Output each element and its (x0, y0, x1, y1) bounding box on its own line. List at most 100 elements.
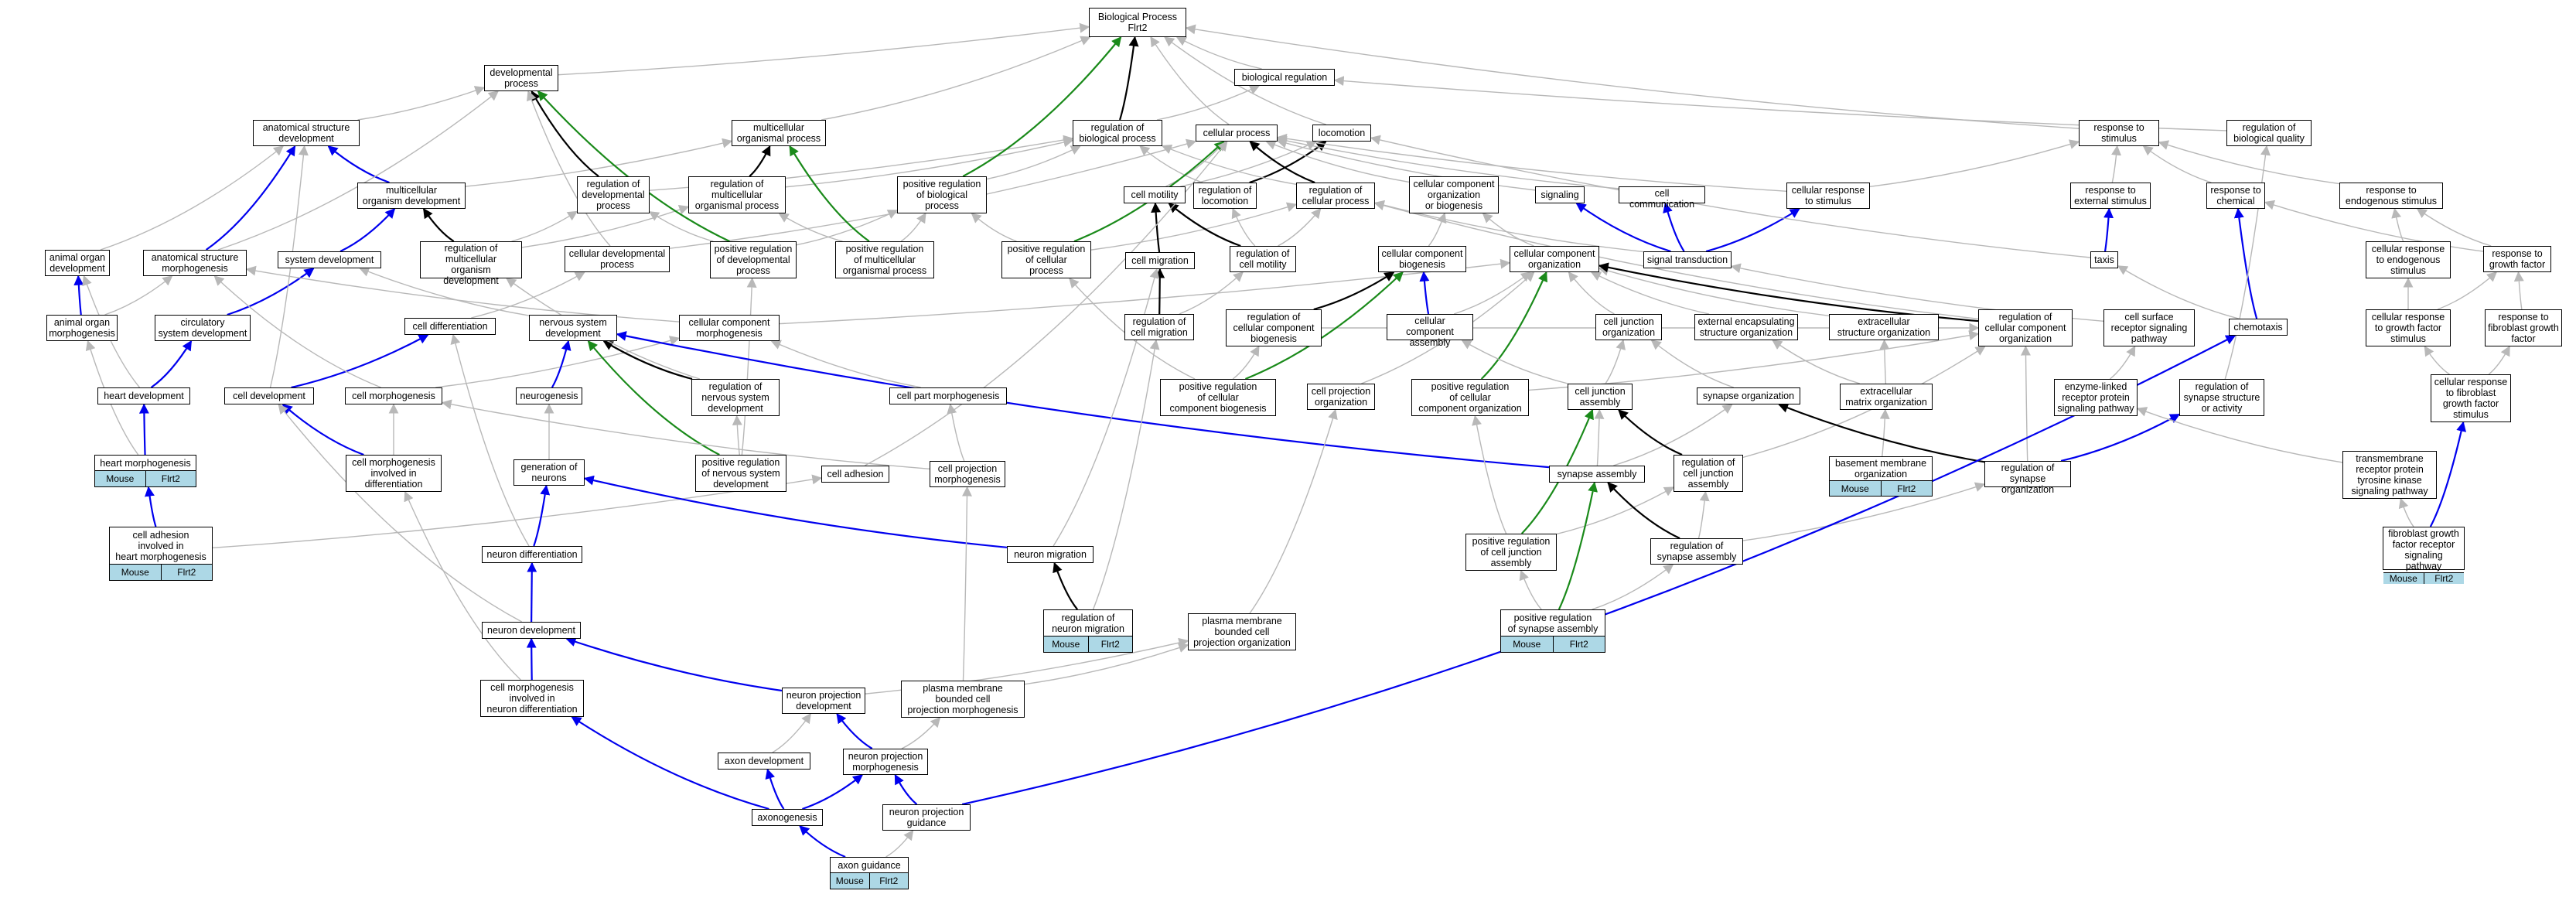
go-term-node-synorg[interactable]: synapse organization (1697, 387, 1800, 404)
go-term-node-cmnd[interactable]: cell morphogenesis involved in neuron di… (480, 680, 584, 717)
go-term-node-cellrespstim[interactable]: cellular response to stimulus (1786, 183, 1870, 209)
go-term-node-extracell[interactable]: extracellular structure organization (1829, 314, 1939, 340)
go-term-node-celljuncorg[interactable]: cell junction organization (1595, 314, 1662, 340)
go-term-node-regsynorg[interactable]: regulation of synapse organization (1984, 461, 2071, 495)
go-term-node-anatmorph[interactable]: anatomical structure morphogenesis (143, 250, 247, 276)
go-term-node-ccorgbio[interactable]: cellular component organization or bioge… (1409, 176, 1499, 213)
go-term-node-cellmorph[interactable]: cell morphogenesis (345, 387, 442, 404)
go-term-node-signaling[interactable]: signaling (1535, 186, 1585, 203)
go-term-node-respchem[interactable]: response to chemical (2206, 183, 2265, 209)
go-term-node-regnsdev[interactable]: regulation of nervous system development (691, 379, 780, 416)
go-term-node-celljuncasm[interactable]: cell junction assembly (1568, 384, 1633, 410)
go-term-node-posregmult[interactable]: positive regulation of multicellular org… (835, 241, 934, 278)
go-term-node-ecmorg[interactable]: extracellular matrix organization (1840, 384, 1933, 410)
go-term-node-extencap[interactable]: external encapsulating structure organiz… (1694, 314, 1798, 340)
go-term-node-cellrespgf[interactable]: cellular response to growth factor stimu… (2366, 309, 2451, 346)
go-term-node-posregccbio[interactable]: positive regulation of cellular componen… (1160, 379, 1276, 416)
go-term-node-ccassembly[interactable]: cellular component assembly (1387, 314, 1473, 348)
go-term-node-regbioq[interactable]: regulation of biological quality (2226, 120, 2312, 146)
go-term-node-sigtrans[interactable]: signal transduction (1643, 251, 1732, 268)
go-term-node-posregbp[interactable]: positive regulation of biological proces… (897, 176, 987, 213)
go-term-node-celldevproc[interactable]: cellular developmental process (565, 246, 670, 272)
go-term-node-cellrespendo[interactable]: cellular response to endogenous stimulus (2366, 241, 2451, 278)
go-term-node-devproc[interactable]: developmental process (484, 65, 558, 91)
go-term-node-sysdev[interactable]: system development (278, 251, 381, 268)
go-term-node-npguid[interactable]: neuron projection guidance (882, 804, 971, 831)
go-term-node-posregcja[interactable]: positive regulation of cell junction ass… (1465, 534, 1557, 571)
go-term-node-respgf[interactable]: response to growth factor (2483, 246, 2551, 272)
go-term-node-regccbio[interactable]: regulation of cellular component biogene… (1226, 309, 1322, 346)
go-term-node-cellmotility[interactable]: cell motility (1124, 186, 1186, 203)
go-term-node-respext[interactable]: response to external stimulus (2070, 183, 2151, 209)
go-term-node-rtk[interactable]: transmembrane receptor protein tyrosine … (2342, 451, 2437, 499)
go-term-node-synasm[interactable]: synapse assembly (1549, 466, 1645, 483)
go-term-node-pmbcpo[interactable]: plasma membrane bounded cell projection … (1188, 613, 1296, 650)
go-term-node-posregccorg[interactable]: positive regulation of cellular componen… (1411, 379, 1529, 416)
go-term-node-locomotion[interactable]: locomotion (1312, 125, 1371, 142)
go-term-node-ccorg[interactable]: cellular component organization (1510, 246, 1599, 272)
go-term-node-celladh[interactable]: cell adhesion (821, 466, 889, 483)
go-term-node-cellprojmorph[interactable]: cell projection morphogenesis (930, 461, 1005, 487)
go-term-node-neurdiff[interactable]: neuron differentiation (482, 546, 582, 563)
go-term-node-regmultdev[interactable]: regulation of multicellular organism dev… (420, 241, 522, 286)
go-term-node-enzlinked[interactable]: enzyme-linked receptor protein signaling… (2054, 379, 2138, 416)
go-term-node-cellproc[interactable]: cellular process (1196, 125, 1278, 142)
go-term-node-nsdev[interactable]: nervous system development (529, 315, 617, 341)
go-term-node-neurmig[interactable]: neuron migration (1007, 546, 1094, 563)
go-term-node-posregcell[interactable]: positive regulation of cellular process (1001, 241, 1091, 278)
go-term-node-regsyn[interactable]: regulation of synapse structure or activ… (2179, 379, 2264, 416)
go-term-node-cellrespfgf[interactable]: cellular response to fibroblast growth f… (2431, 374, 2511, 422)
go-term-node-regccorg[interactable]: regulation of cellular component organiz… (1978, 309, 2073, 346)
go-term-node-cellmig[interactable]: cell migration (1125, 252, 1195, 269)
go-term-node-cellmorphdiff[interactable]: cell morphogenesis involved in different… (346, 455, 442, 492)
go-term-node-respstim[interactable]: response to stimulus (2079, 120, 2159, 146)
go-term-node-circdev[interactable]: circulatory system development (155, 315, 251, 341)
go-term-node-bioreg[interactable]: biological regulation (1234, 69, 1335, 86)
go-term-node-ccmorph[interactable]: cellular component morphogenesis (679, 315, 780, 341)
go-term-node-axonogenesis[interactable]: axonogenesis (752, 809, 823, 826)
go-term-node-anatdev[interactable]: anatomical structure development (253, 120, 360, 146)
go-term-node-npdev[interactable]: neuron projection development (782, 688, 865, 714)
go-term-node-regloco[interactable]: regulation of locomotion (1193, 183, 1257, 209)
go-term-node-animorgdev[interactable]: animal organ development (45, 250, 110, 276)
go-term-node-regbp[interactable]: regulation of biological process (1073, 120, 1162, 146)
go-term-node-regdevproc[interactable]: regulation of developmental process (577, 176, 650, 213)
go-term-node-posregns[interactable]: positive regulation of nervous system de… (695, 455, 786, 492)
go-term-node-cahm[interactable]: cell adhesion involved in heart morphoge… (109, 527, 213, 581)
go-term-node-genneur[interactable]: generation of neurons (513, 459, 585, 486)
go-term-node-fgfpath[interactable]: fibroblast growth factor receptor signal… (2383, 527, 2465, 584)
go-term-node-regcellmot[interactable]: regulation of cell motility (1230, 246, 1296, 272)
go-term-node-regsynasm[interactable]: regulation of synapse assembly (1650, 538, 1743, 565)
go-term-node-bp[interactable]: Biological Process Flrt2 (1089, 8, 1186, 37)
go-term-node-taxis[interactable]: taxis (2090, 251, 2118, 268)
go-term-node-respfgf[interactable]: response to fibroblast growth factor (2485, 309, 2562, 346)
go-term-node-animorgmorph[interactable]: animal organ morphogenesis (46, 315, 118, 341)
go-term-node-celldiff[interactable]: cell differentiation (404, 318, 496, 335)
go-term-node-chemotaxis[interactable]: chemotaxis (2229, 319, 2288, 336)
go-term-node-cellpartmorph[interactable]: cell part morphogenesis (889, 387, 1007, 404)
go-term-node-regcellproc[interactable]: regulation of cellular process (1296, 183, 1375, 209)
go-term-node-neurondev[interactable]: neuron development (482, 622, 581, 639)
go-term-node-multorgproc[interactable]: multicellular organismal process (732, 120, 826, 146)
go-term-node-regmultproc[interactable]: regulation of multicellular organismal p… (688, 176, 786, 213)
go-term-node-multorgdev[interactable]: multicellular organism development (357, 183, 466, 209)
go-term-node-ccbio[interactable]: cellular component biogenesis (1378, 246, 1466, 272)
go-term-node-respendo[interactable]: response to endogenous stimulus (2339, 183, 2443, 209)
go-term-node-cellcomm[interactable]: cell communication (1619, 186, 1705, 210)
go-term-node-regcjasm[interactable]: regulation of cell junction assembly (1674, 455, 1743, 492)
go-term-node-cellsurf[interactable]: cell surface receptor signaling pathway (2103, 309, 2195, 346)
go-term-node-posregdev[interactable]: positive regulation of developmental pro… (710, 241, 797, 278)
go-term-node-celldev[interactable]: cell development (224, 387, 314, 404)
go-term-node-cellprojorg[interactable]: cell projection organization (1307, 384, 1375, 410)
go-term-node-axondev[interactable]: axon development (718, 753, 810, 770)
go-term-node-pmbcpm[interactable]: plasma membrane bounded cell projection … (901, 681, 1025, 718)
go-term-node-npmorph[interactable]: neuron projection morphogenesis (843, 749, 928, 775)
go-term-node-heartdev[interactable]: heart development (97, 387, 190, 404)
go-term-node-neurogenesis[interactable]: neurogenesis (516, 387, 582, 404)
go-term-node-regcellmig[interactable]: regulation of cell migration (1124, 314, 1194, 340)
